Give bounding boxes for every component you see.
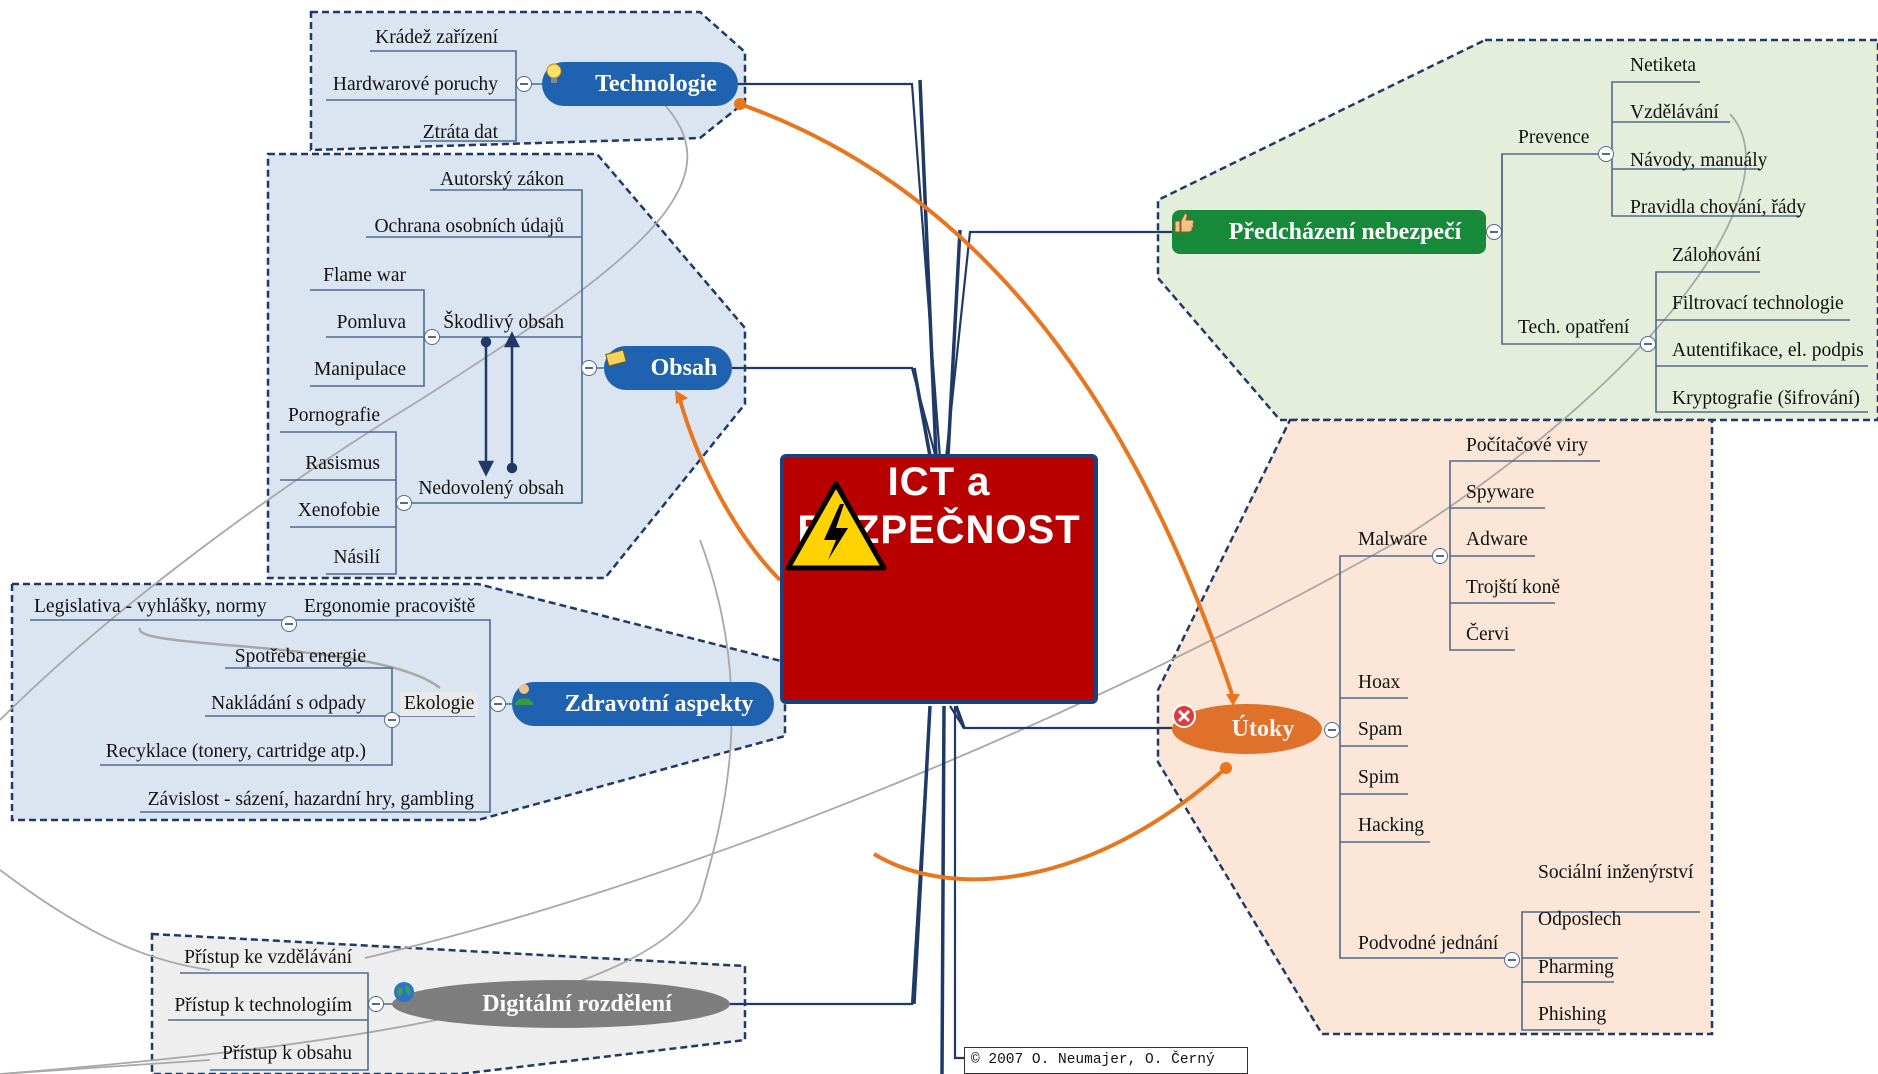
skodlivy-item: Manipulace [313,359,406,380]
collapse-toggle-tech-opatreni[interactable] [1640,336,1656,352]
podvodne-item: Odposlech [1538,909,1622,930]
technologie-item: Hardwarové poruchy [332,74,498,95]
obsah-region [266,152,747,580]
ekologie-item: Spotřeba energie [234,646,366,667]
collapse-toggle-podvodne[interactable] [1504,952,1520,968]
malware-item: Adware [1466,529,1528,550]
collapse-toggle-ekologie[interactable] [384,712,400,728]
podvodne-item: Pharming [1538,957,1614,978]
obsah-item: Ochrana osobních údajů [374,216,564,237]
tech-opatreni-label: Tech. opatření [1518,317,1630,338]
tech-opatreni-item: Autentifikace, el. podpis [1672,340,1864,361]
trunk-lines [730,82,1182,1060]
malware-item: Trojští koně [1466,577,1561,598]
tech-opatreni-item: Filtrovací technologie [1672,293,1844,314]
collapse-toggle-digitalni[interactable] [368,996,384,1012]
tech-opatreni-item: Kryptografie (šifrování) [1672,388,1860,409]
globe-icon [394,982,474,1016]
topic-technologie[interactable]: Technologie [542,62,738,106]
zavislost-item: Závislost - sázení, hazardní hry, gambli… [147,789,474,810]
prevence-item: Pravidla chování, řády [1630,197,1806,218]
malware-item: Počítačové viry [1466,435,1588,456]
collapse-toggle-technologie[interactable] [516,76,532,92]
obsah-item: Autorský zákon [439,169,564,190]
ekologie-item: Recyklace (tonery, cartridge atp.) [105,741,366,762]
topic-predchazeni-label: Předcházení nebezpečí [1228,218,1462,245]
podvodne-item: Sociální inženýrství [1538,862,1694,883]
utoky-item: Hacking [1358,815,1425,836]
podvodne-item: Phishing [1538,1004,1607,1025]
high-voltage-warning-icon [785,481,887,571]
collapse-toggle-skodlivy[interactable] [424,329,440,345]
central-title-line1: ICT a [887,460,991,504]
collapse-toggle-predchazeni[interactable] [1486,224,1502,240]
thumbs-up-icon [1174,212,1221,244]
tech-opatreni-item: Zálohování [1672,245,1761,266]
topic-utoky[interactable]: Útoky [1172,704,1322,754]
collapse-toggle-malware[interactable] [1432,548,1448,564]
book-icon [605,349,643,380]
prevence-item: Vzdělávání [1630,102,1719,123]
collapse-toggle-utoky[interactable] [1324,722,1340,738]
topic-digitalni-label: Digitální rozdělení [482,990,672,1017]
ekologie-item: Nakládání s odpady [211,693,366,714]
ergonomie-item: Ergonomie pracoviště [304,596,476,617]
malware-item: Červi [1466,624,1510,645]
skodlivy-obsah-label: Škodlivý obsah [443,312,564,333]
digitalni-item: Přístup k technologiím [174,995,352,1016]
central-topic[interactable]: ICT a BEZPEČNOST [780,454,1098,704]
nedovoleny-obsah-label: Nedovolený obsah [418,478,564,499]
copyright-note: © 2007 O. Neumajer, O. Černý [964,1047,1248,1074]
topic-obsah[interactable]: Obsah [604,346,732,390]
nedovoleny-item: Pornografie [287,405,380,426]
utoky-item: Spim [1358,767,1400,788]
predchazeni-region [1156,38,1878,422]
utoky-region [1156,418,1714,1036]
topic-zdravotni-label: Zdravotní aspekty [564,690,754,717]
collapse-toggle-zdravotni[interactable] [490,696,506,712]
nedovoleny-item: Rasismus [305,453,380,474]
prevence-item: Netiketa [1630,55,1697,76]
collapse-toggle-prevence[interactable] [1598,146,1614,162]
light-bulb-icon [546,63,587,96]
nedovoleny-item: Xenofobie [297,500,380,521]
topic-predchazeni-nebezpeci[interactable]: Předcházení nebezpečí [1172,210,1486,254]
digitalni-item: Přístup k obsahu [221,1043,352,1064]
skodlivy-item: Flame war [323,265,406,286]
malware-item: Spyware [1466,482,1535,503]
technologie-item: Ztráta dat [422,122,498,143]
prevence-label: Prevence [1518,127,1590,148]
utoky-item: Spam [1358,719,1403,740]
topic-digitalni-rozdeleni[interactable]: Digitální rozdělení [392,980,730,1028]
person-icon [515,684,557,716]
collapse-toggle-obsah[interactable] [581,360,597,376]
trunk-bundle [912,79,966,1074]
skodlivy-item: Pomluva [336,312,406,333]
obsah-cross-arrows [477,331,521,477]
utoky-item: Hoax [1358,672,1401,693]
technologie-item: Krádež zařízení [375,27,498,48]
topic-obsah-label: Obsah [650,354,718,381]
collapse-toggle-ergonomie[interactable] [281,616,297,632]
podvodne-jednani-label: Podvodné jednání [1358,933,1499,954]
collapse-toggle-nedovoleny[interactable] [396,495,412,511]
prevence-item: Návody, manuály [1630,150,1768,171]
topic-technologie-label: Technologie [595,70,717,97]
ekologie-label: Ekologie [400,692,479,716]
nedovoleny-item: Násilí [333,547,380,568]
utoky-branches [1339,460,1700,1031]
topic-utoky-label: Útoky [1231,715,1295,742]
digitalni-item: Přístup ke vzdělávání [184,947,352,968]
error-x-icon [1172,704,1224,741]
topic-zdravotni-aspekty[interactable]: Zdravotní aspekty [512,682,774,726]
orange-arrow-ends [675,98,1240,774]
orange-relationship-arrows [678,102,1234,882]
malware-label: Malware [1358,529,1428,550]
legislativa-item: Legislativa - vyhlášky, normy [34,596,267,617]
